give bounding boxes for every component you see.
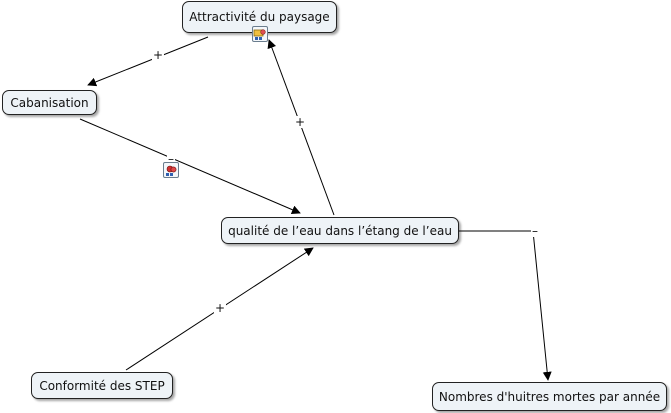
node-label: Nombres d'huitres mortes par année bbox=[438, 389, 661, 404]
node-cabanisation[interactable]: Cabanisation bbox=[2, 90, 97, 115]
node-conformite-step[interactable]: Conformité des STEP bbox=[31, 372, 173, 399]
link-label-cabanisation-qualite: – bbox=[167, 152, 175, 166]
connector-qualite-huitres[interactable] bbox=[459, 230, 552, 381]
resource-folder-icon[interactable] bbox=[163, 162, 179, 178]
link-label-qualite-attractivite: + bbox=[293, 115, 307, 129]
node-label: Conformité des STEP bbox=[39, 378, 165, 393]
connector-cabanisation-qualite[interactable] bbox=[79, 118, 301, 214]
node-label: Attractivité du paysage bbox=[189, 10, 330, 24]
node-label: qualité de l’eau dans l’étang de l’eau bbox=[228, 223, 452, 238]
connector-attractivite-cabanisation[interactable] bbox=[87, 36, 209, 87]
link-label-qualite-huitres: – bbox=[531, 224, 539, 238]
resource-folder-icon[interactable] bbox=[252, 26, 268, 42]
node-label: Cabanisation bbox=[10, 95, 89, 110]
node-nombres-huitres[interactable]: Nombres d'huitres mortes par année bbox=[432, 382, 667, 411]
link-label-conformite-qualite: + bbox=[213, 301, 227, 315]
node-qualite-eau[interactable]: qualité de l’eau dans l’étang de l’eau bbox=[221, 217, 459, 244]
link-label-attractivite-cabanisation: + bbox=[151, 48, 165, 62]
